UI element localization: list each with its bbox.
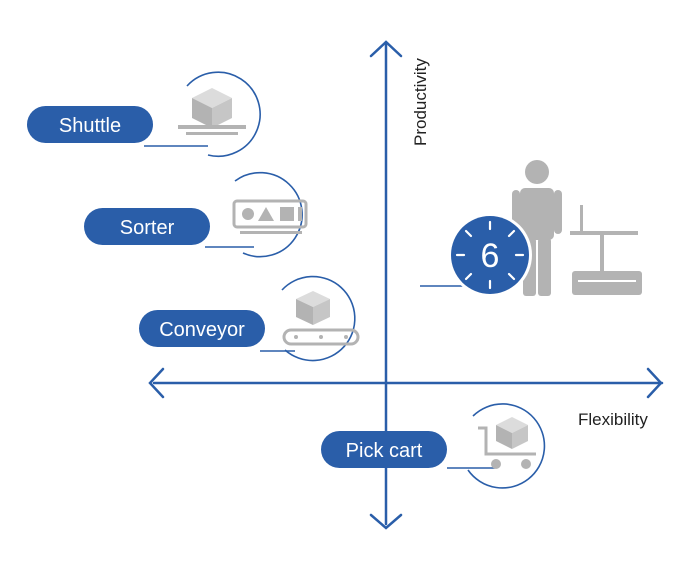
- pick-cart-circle-arc: [467, 403, 546, 489]
- pick-cart-label: Pick cart: [346, 440, 423, 462]
- conveyor-item: Conveyor: [139, 275, 360, 362]
- arrow-down-icon: [369, 513, 403, 530]
- shuttle-circle-arc: [186, 71, 261, 158]
- pick-cart-item: Pick cart: [321, 403, 546, 489]
- box-on-shelf-icon: [178, 88, 246, 135]
- x-axis-label: Flexibility: [578, 410, 648, 429]
- sorter-machine-icon: [232, 199, 308, 234]
- sorter-item: Sorter: [84, 171, 308, 258]
- arrow-left-icon: [148, 367, 165, 399]
- pick-cart-pill: [321, 431, 447, 468]
- conveyor-icon: [282, 291, 360, 346]
- shuttle-item: Shuttle: [27, 71, 261, 158]
- shuttle-label: Shuttle: [59, 115, 121, 137]
- arrow-right-icon: [646, 367, 663, 399]
- conveyor-circle-arc: [281, 275, 356, 362]
- cart-icon: [478, 417, 536, 469]
- clock-icon: 6: [448, 213, 532, 297]
- clock-value: 6: [481, 237, 500, 275]
- worker-group: 6: [420, 160, 642, 297]
- conveyor-label: Conveyor: [159, 319, 245, 341]
- shuttle-pill: [27, 106, 153, 143]
- arrow-up-icon: [369, 40, 403, 58]
- workstation-icon: [570, 205, 642, 295]
- y-axis-label: Productivity: [411, 58, 430, 146]
- conveyor-pill: [139, 310, 265, 347]
- sorter-pill: [84, 208, 210, 245]
- horizontal-axis: [148, 367, 664, 399]
- sorter-label: Sorter: [120, 217, 175, 239]
